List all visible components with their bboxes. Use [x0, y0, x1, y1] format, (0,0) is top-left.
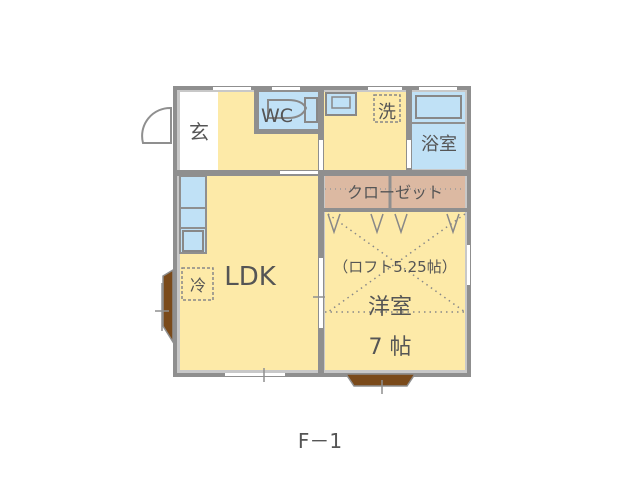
fridge-label: 冷 — [190, 276, 206, 295]
windows — [213, 87, 470, 376]
bath-room — [412, 92, 465, 169]
sink-icon — [325, 92, 357, 116]
western-room-label: 洋室 — [368, 295, 412, 320]
western-room-floor — [325, 212, 465, 370]
plan-caption: F－1 — [298, 429, 342, 453]
bay-window-left — [162, 268, 174, 345]
bathtub-icon — [415, 95, 462, 119]
entrance-floor — [180, 92, 218, 170]
washer-space — [373, 94, 401, 123]
loft-label: （ロフト5.25帖） — [333, 258, 456, 276]
western-room-size: 7 帖 — [369, 335, 412, 360]
washroom-label: 洗 — [378, 102, 396, 123]
closet — [325, 176, 465, 208]
fridge-space — [181, 267, 214, 301]
closet-label: クローゼット — [347, 183, 443, 202]
loft-outline — [325, 213, 466, 313]
bay-window-bottom — [344, 373, 417, 387]
stove-icon — [182, 230, 204, 252]
ldk-label: LDK — [224, 262, 277, 292]
wc-label: WC — [261, 105, 293, 127]
bath-label: 浴室 — [421, 134, 457, 155]
entrance-door-icon — [141, 106, 172, 144]
entrance-label: 玄 — [189, 120, 209, 144]
